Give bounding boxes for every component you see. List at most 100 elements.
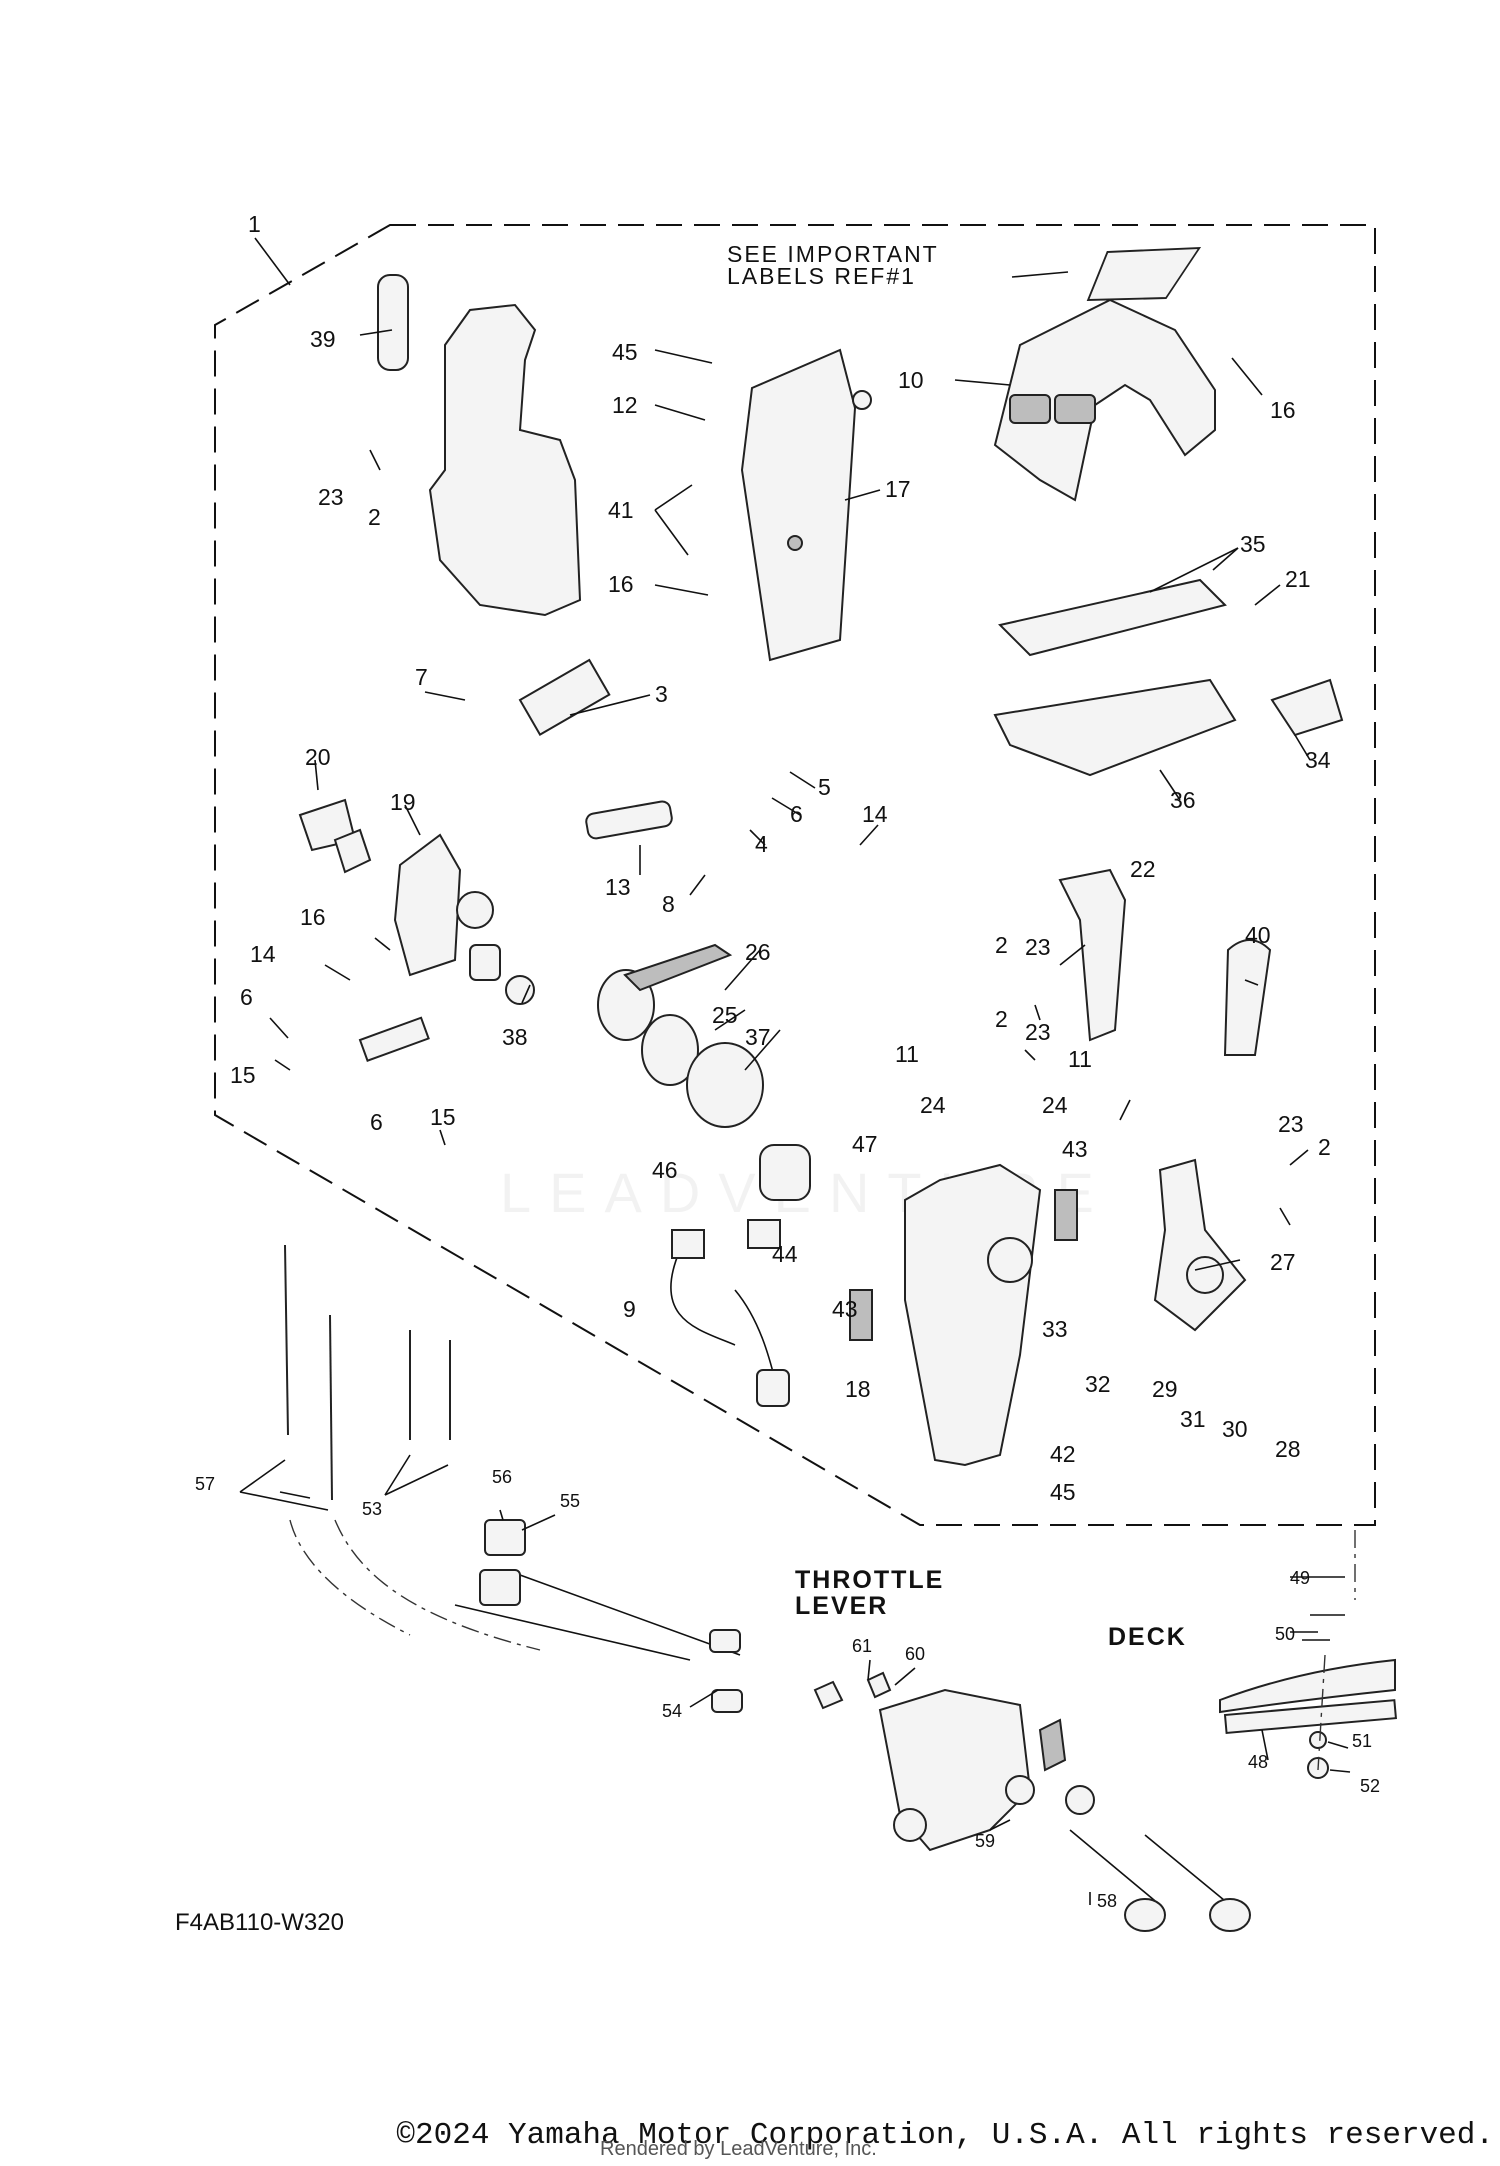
callout-41: 41 (608, 497, 634, 523)
callout-39: 39 (310, 326, 336, 352)
callout-21: 21 (1285, 566, 1311, 592)
callout-23-d: 23 (1278, 1111, 1304, 1137)
callout-29: 29 (1152, 1376, 1178, 1402)
callout-47: 47 (852, 1131, 878, 1157)
callout-26: 26 (745, 939, 771, 965)
callout-40: 40 (1245, 922, 1271, 948)
callout-16: 16 (608, 571, 634, 597)
control-housing (849, 1163, 1078, 1467)
callout-11: 11 (895, 1041, 919, 1067)
callout-23-c: 23 (1025, 1019, 1051, 1045)
important-label-plate (1011, 246, 1202, 302)
copyright-notice: ©2024 Yamaha Motor Corporation, U.S.A. A… (396, 2118, 1494, 2153)
callout-6: 6 (790, 801, 803, 827)
control-cables (284, 1244, 743, 1713)
callout-17: 17 (885, 476, 911, 502)
mounting-bracket (993, 578, 1344, 777)
callout-15: 15 (230, 1062, 256, 1088)
callout-22: 22 (1130, 856, 1156, 882)
control-lever (1058, 868, 1272, 1332)
callout-2-b: 2 (995, 932, 1008, 958)
callout-58: 58 (1097, 1891, 1117, 1911)
callout-20: 20 (305, 744, 331, 770)
control-handle-outline (377, 274, 582, 617)
note-line-2: LABELS REF#1 (727, 263, 916, 289)
deck-mounting (1219, 1530, 1398, 1779)
switch-harness (670, 1219, 790, 1407)
callout-13: 13 (605, 874, 631, 900)
callout-33: 33 (1042, 1316, 1068, 1342)
gear-components (597, 943, 811, 1201)
callout-51: 51 (1352, 1731, 1372, 1751)
callout-56: 56 (492, 1467, 512, 1487)
callout-38: 38 (502, 1024, 528, 1050)
callout-10: 10 (898, 367, 924, 393)
callout-25: 25 (712, 1002, 738, 1028)
callout-45-b: 45 (1050, 1479, 1076, 1505)
callout-35: 35 (1240, 531, 1266, 557)
callout-2-c: 2 (995, 1006, 1008, 1032)
callout-43: 43 (1062, 1136, 1088, 1162)
drawing-code: F4AB110-W320 (175, 1909, 344, 1936)
callout-16-left: 16 (300, 904, 326, 930)
callout-55: 55 (560, 1491, 580, 1511)
callout-50: 50 (1275, 1624, 1295, 1644)
callout-6-lower: 6 (370, 1109, 383, 1135)
callout-3: 3 (655, 681, 668, 707)
callout-11-b: 11 (1068, 1046, 1092, 1072)
callout-43-b: 43 (832, 1296, 858, 1322)
callout-2: 2 (368, 504, 381, 530)
callout-6-left: 6 (240, 984, 253, 1010)
callout-14-left: 14 (250, 941, 276, 967)
callout-57: 57 (195, 1474, 215, 1494)
callout-30: 30 (1222, 1416, 1248, 1442)
callout-19: 19 (390, 789, 416, 815)
front-plate (740, 348, 872, 662)
callout-7: 7 (415, 664, 428, 690)
callout-32: 32 (1085, 1371, 1111, 1397)
callout-2-d: 2 (1318, 1134, 1331, 1160)
callout-8: 8 (662, 891, 675, 917)
callout-42: 42 (1050, 1441, 1076, 1467)
leader-lines (239, 329, 1351, 1905)
callout-4: 4 (755, 831, 768, 857)
callout-24: 24 (920, 1092, 946, 1118)
callout-28: 28 (1275, 1436, 1301, 1462)
callout-54: 54 (662, 1701, 682, 1721)
callout-31: 31 (1180, 1406, 1206, 1432)
left-subassembly (298, 658, 673, 1062)
callout-23-b: 23 (1025, 934, 1051, 960)
callout-49: 49 (1290, 1568, 1310, 1588)
callout-52: 52 (1360, 1776, 1380, 1796)
callout-1: 1 (248, 211, 261, 237)
callout-44: 44 (772, 1241, 798, 1267)
callout-27: 27 (1270, 1249, 1296, 1275)
callout-48: 48 (1248, 1752, 1268, 1772)
callout-23: 23 (318, 484, 344, 510)
callout-36: 36 (1170, 787, 1196, 813)
callout-12: 12 (612, 392, 638, 418)
callout-15-lower: 15 (430, 1104, 456, 1130)
callout-24-b: 24 (1042, 1092, 1068, 1118)
callout-34: 34 (1305, 747, 1331, 773)
note-line-1: SEE IMPORTANT (727, 241, 939, 267)
callout-53: 53 (362, 1499, 382, 1519)
callout-37: 37 (745, 1024, 771, 1050)
callout-46: 46 (652, 1157, 678, 1183)
rendered-by-credit: Rendered by LeadVenture, Inc. (600, 2138, 877, 2160)
callout-16-cover: 16 (1270, 397, 1296, 423)
throttle-lever-label-line-2: LEVER (795, 1592, 888, 1620)
part-callouts: 1 39 23 2 45 12 41 16 17 10 16 35 21 34 … (195, 211, 1380, 1911)
callout-61: 61 (852, 1636, 872, 1656)
callout-59: 59 (975, 1831, 995, 1851)
callout-9: 9 (623, 1296, 636, 1322)
callout-5: 5 (818, 774, 831, 800)
callout-18: 18 (845, 1376, 871, 1402)
throttle-lever-label-line-1: THROTTLE (795, 1566, 944, 1594)
assembly-boundary (214, 224, 1376, 1526)
callout-45: 45 (612, 339, 638, 365)
callout-60: 60 (905, 1644, 925, 1664)
callout-14: 14 (862, 801, 888, 827)
deck-label: DECK (1108, 1623, 1187, 1651)
